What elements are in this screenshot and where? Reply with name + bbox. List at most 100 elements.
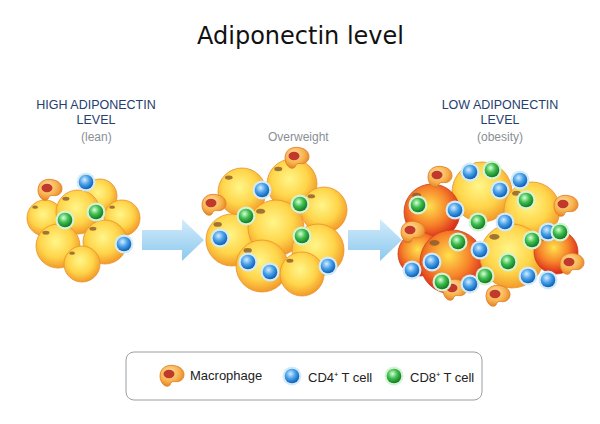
macrophage-nucleus — [206, 199, 217, 207]
adipocyte-nucleus — [286, 259, 293, 263]
cd4-t-cell — [539, 271, 558, 290]
cd8-t-cell — [87, 203, 106, 222]
macrophage-nucleus — [405, 226, 416, 234]
cell-membrane — [461, 163, 480, 182]
cell-body — [553, 225, 568, 240]
cd4-t-cell — [253, 181, 272, 200]
adipocyte-nucleus — [274, 167, 282, 172]
cell-membrane — [483, 161, 502, 180]
cd4-t-cell — [239, 253, 258, 272]
macrophage-body — [560, 253, 584, 274]
macrophage — [560, 253, 584, 274]
cd8-t-cell — [56, 211, 75, 230]
cell-body — [213, 231, 228, 246]
cell-membrane — [519, 267, 538, 286]
cd4-t-cell — [319, 257, 338, 276]
cell-body — [493, 183, 508, 198]
cell-membrane — [291, 195, 310, 214]
macrophage-nucleus — [289, 152, 300, 160]
macrophage-nucleus — [432, 171, 443, 179]
macrophage-nucleus — [564, 258, 575, 266]
cell-membrane — [115, 235, 134, 254]
cell-body — [478, 269, 493, 284]
cell-body — [501, 255, 516, 270]
cell-membrane — [517, 191, 536, 210]
cell-body — [411, 198, 426, 213]
macrophage-nucleus — [164, 370, 175, 378]
cell-body — [485, 163, 500, 178]
macrophage-body — [160, 365, 184, 386]
cell-body — [541, 273, 556, 288]
cell-body — [425, 255, 440, 270]
cd4-t-cell — [261, 263, 280, 282]
state-label: (lean) — [81, 130, 112, 144]
cd8-t-cell — [469, 213, 488, 232]
cell-body — [263, 265, 278, 280]
cell-membrane — [261, 263, 280, 282]
adipocyte — [236, 240, 288, 292]
block-arrow — [142, 219, 204, 261]
cell-membrane — [319, 257, 338, 276]
adipocyte-nucleus — [42, 231, 49, 235]
cell-membrane — [239, 253, 258, 272]
level-heading: HIGH ADIPONECTIN LEVEL — [30, 98, 162, 128]
cd8-t-cell — [523, 231, 542, 250]
cell-body — [435, 275, 450, 290]
adipocyte-body — [280, 252, 324, 296]
macrophage — [202, 194, 226, 215]
macrophage-nucleus — [558, 200, 569, 208]
cd8-t-cell — [499, 253, 518, 272]
adipocyte-body — [420, 230, 484, 294]
cell-body — [295, 229, 310, 244]
level-heading: LOW ADIPONECTIN LEVEL — [434, 98, 566, 128]
cell-body — [89, 205, 104, 220]
cell-membrane — [403, 261, 422, 280]
adipocyte-nucleus — [244, 248, 252, 253]
adipocyte — [64, 246, 100, 282]
cell-membrane — [499, 253, 518, 272]
cell-membrane — [423, 253, 442, 272]
adipocyte-nucleus — [89, 227, 96, 231]
adipocyte-nucleus — [32, 206, 38, 209]
cd4-t-cell — [446, 201, 465, 220]
cd8-t-cell — [237, 207, 256, 226]
cell-body — [79, 175, 94, 190]
cell-membrane — [476, 267, 495, 286]
cd8-t-cell — [433, 273, 452, 292]
cell-body — [498, 215, 513, 230]
cell-body — [463, 277, 478, 292]
cell-membrane — [449, 233, 468, 252]
legend-box — [126, 352, 482, 400]
cell-membrane — [237, 207, 256, 226]
macrophage-body — [38, 179, 62, 200]
adipocyte — [420, 230, 484, 294]
cd8-t-cell — [551, 223, 570, 242]
cd4-t-cell — [115, 235, 134, 254]
macrophage — [428, 166, 452, 187]
macrophage — [554, 195, 578, 216]
cell-membrane — [511, 171, 530, 190]
cell-membrane — [293, 227, 312, 246]
macrophage-body — [401, 221, 425, 242]
cell-membrane — [523, 231, 542, 250]
adipocyte — [280, 252, 324, 296]
cell-membrane — [469, 213, 488, 232]
adipocyte-nucleus — [109, 206, 115, 209]
cd4-t-cell — [461, 163, 480, 182]
cd4-t-cell — [511, 171, 530, 190]
cd8-t-cell — [517, 191, 536, 210]
macrophage-body — [554, 195, 578, 216]
macrophage-body — [428, 166, 452, 187]
cell-membrane — [87, 203, 106, 222]
cell-membrane — [409, 196, 428, 215]
adipocyte-body — [64, 246, 100, 282]
cd4-t-cell — [519, 267, 538, 286]
cell-body — [405, 263, 420, 278]
cell-body — [293, 197, 308, 212]
cell-body — [521, 269, 536, 284]
adipocyte-nucleus — [225, 175, 233, 179]
cell-membrane — [446, 201, 465, 220]
block-arrow — [348, 219, 402, 261]
cd8-t-cell — [385, 367, 404, 386]
